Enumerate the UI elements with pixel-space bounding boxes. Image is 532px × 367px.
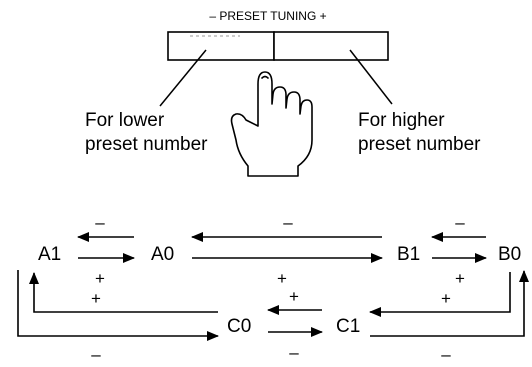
node-a1: A1 <box>38 244 61 265</box>
preset-tuning-minus-half[interactable] <box>167 31 275 61</box>
arrow-right-icon <box>17 270 219 341</box>
node-b0: B0 <box>498 244 521 265</box>
node-c1: C1 <box>336 316 360 337</box>
preset-tuning-plus-half[interactable] <box>273 31 389 61</box>
node-b1: B1 <box>397 244 420 265</box>
plus-sign: + <box>95 269 105 288</box>
plus-sign: + <box>455 269 465 288</box>
node-c0: C0 <box>227 316 251 337</box>
plus-sign: + <box>289 287 299 306</box>
arrow-up-icon <box>29 272 218 313</box>
button-title: – PRESET TUNING + <box>209 9 326 23</box>
arrow-up-icon <box>370 270 529 337</box>
minus-sign: – <box>91 345 101 362</box>
preset-tuning-button[interactable] <box>167 31 389 61</box>
node-a0: A0 <box>151 244 174 265</box>
lower-leader-line <box>159 49 207 107</box>
finger-press-icon <box>230 71 313 177</box>
higher-callout-line-1: For higher <box>358 110 445 131</box>
plus-sign: + <box>277 269 287 288</box>
minus-sign: – <box>455 213 465 232</box>
plus-sign: + <box>441 289 451 308</box>
lower-callout-line-2: preset number <box>85 134 208 155</box>
higher-leader-line <box>349 49 393 105</box>
plus-sign: + <box>91 289 101 308</box>
minus-sign: – <box>289 343 299 362</box>
minus-sign: – <box>95 213 105 232</box>
minus-sign: – <box>441 345 451 362</box>
lower-callout-line-1: For lower <box>85 110 165 131</box>
higher-callout-line-2: preset number <box>358 134 481 155</box>
minus-sign: – <box>283 213 293 232</box>
arrow-left-icon <box>369 272 511 317</box>
